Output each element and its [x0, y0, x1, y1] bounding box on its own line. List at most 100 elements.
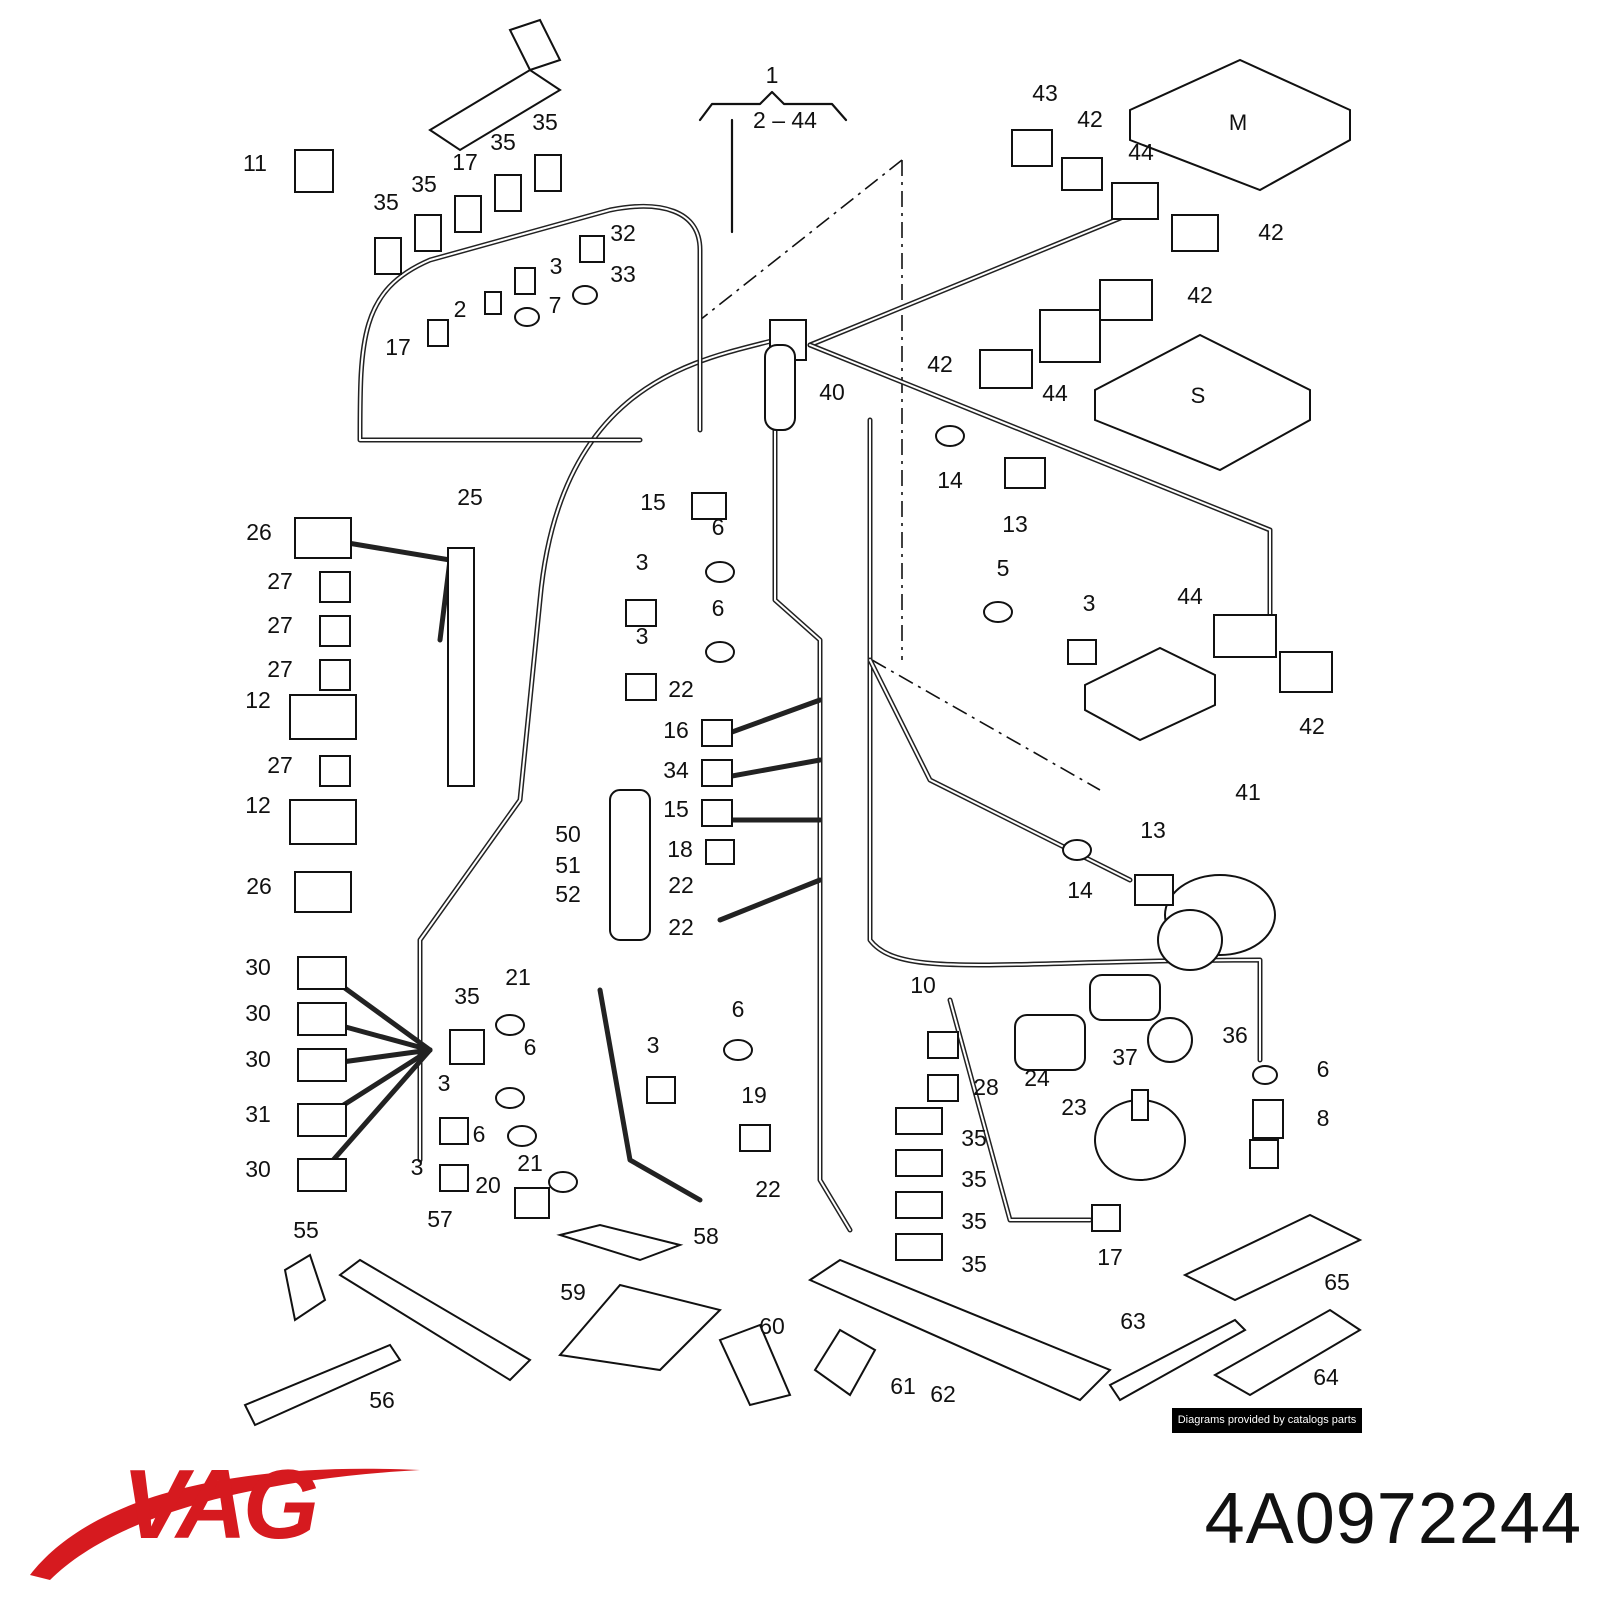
- callout-label: 3: [636, 549, 649, 575]
- callout-label: 24: [1024, 1065, 1050, 1091]
- callout-label: 30: [245, 1156, 271, 1182]
- callout-label: 11: [243, 150, 267, 176]
- callout-label: 18: [667, 836, 693, 862]
- cover-plate-65: [1182, 1213, 1363, 1302]
- clip-60: [718, 1323, 792, 1407]
- callout-label: 26: [246, 873, 272, 899]
- callout-label: 44: [1177, 583, 1203, 609]
- callout-label: 6: [1317, 1056, 1330, 1082]
- air-mass-meter: [1157, 874, 1276, 971]
- callout-label: 3: [636, 623, 649, 649]
- callout-label: 56: [369, 1387, 395, 1413]
- brand-logo-swoosh: [30, 1468, 420, 1580]
- callout-label: 35: [373, 189, 399, 215]
- callout-label: 35: [490, 129, 516, 155]
- bracket-64: [1212, 1308, 1362, 1397]
- callout-label: 31: [245, 1101, 271, 1127]
- callout-label: 50: [555, 821, 581, 847]
- rail-63: [1108, 1318, 1247, 1402]
- callout-label: 21: [505, 964, 531, 990]
- callout-label: 22: [668, 676, 694, 702]
- callout-label: 36: [1222, 1022, 1248, 1048]
- callout-label: 22: [755, 1176, 781, 1202]
- callout-label: 52: [555, 881, 581, 907]
- callout-label: 42: [1258, 219, 1284, 245]
- callout-label: 35: [961, 1125, 987, 1151]
- callout-label: 20: [475, 1172, 501, 1198]
- callout-label: 2 – 44: [753, 107, 817, 133]
- callout-label: 33: [610, 261, 636, 287]
- bracket-59: [558, 1283, 722, 1372]
- callout-label: 1: [766, 62, 779, 88]
- callout-label: 10: [910, 972, 936, 998]
- callout-label: 3: [647, 1032, 660, 1058]
- callout-label: 22: [668, 914, 694, 940]
- callout-label: 15: [640, 489, 666, 515]
- bracket-56: [243, 1343, 402, 1427]
- callout-label: 32: [610, 220, 636, 246]
- callout-label: 3: [1083, 590, 1096, 616]
- diagram-credit: Diagrams provided by catalogs parts: [1172, 1408, 1362, 1433]
- control-module-m: [1129, 58, 1351, 192]
- callout-label: 59: [560, 1279, 586, 1305]
- callout-label: 41: [1235, 779, 1261, 805]
- ignition-coil: [609, 789, 651, 941]
- callout-label: 8: [1317, 1105, 1330, 1131]
- cable-duct-62: [807, 1258, 1112, 1402]
- callout-label: 13: [1002, 511, 1028, 537]
- callout-label: 57: [427, 1206, 453, 1232]
- callout-label: 27: [267, 752, 293, 778]
- brand-logo-text: VAG: [122, 1449, 319, 1559]
- callout-label: 23: [1061, 1094, 1087, 1120]
- callout-label: 12: [245, 687, 271, 713]
- callout-label: 44: [1128, 139, 1154, 165]
- callout-label: 35: [411, 171, 437, 197]
- callout-label: 30: [245, 954, 271, 980]
- callout-label: 63: [1120, 1308, 1146, 1334]
- callout-label: 30: [245, 1046, 271, 1072]
- connectors: [289, 129, 1333, 1261]
- callout-label: 13: [1140, 817, 1166, 843]
- group-bracket: [698, 90, 848, 234]
- callout-label: 42: [927, 351, 953, 377]
- callout-label: 14: [937, 467, 963, 493]
- fuse-relay-box: [1084, 646, 1216, 742]
- callout-label: 35: [961, 1208, 987, 1234]
- callout-label: 65: [1324, 1269, 1350, 1295]
- callout-label: 22: [668, 872, 694, 898]
- callout-label: 6: [524, 1034, 537, 1060]
- callout-label: 7: [549, 292, 562, 318]
- callout-label: 19: [741, 1082, 767, 1108]
- callout-label: 34: [663, 757, 689, 783]
- callout-label: 62: [930, 1381, 956, 1407]
- callout-label: 3: [550, 253, 563, 279]
- callout-label: 17: [385, 334, 411, 360]
- callout-label: 27: [267, 568, 293, 594]
- injector: [428, 18, 562, 152]
- part-number: 4A0972244: [1204, 1479, 1582, 1559]
- reference-lines: [699, 159, 1101, 791]
- callout-label: 3: [438, 1070, 451, 1096]
- callout-label: 44: [1042, 380, 1068, 406]
- relay-carrier-25: [447, 547, 475, 787]
- callout-label: 51: [555, 852, 581, 878]
- callout-label: 27: [267, 612, 293, 638]
- callout-label: 21: [517, 1150, 543, 1176]
- callout-label: 58: [693, 1223, 719, 1249]
- callout-label: 17: [1097, 1244, 1123, 1270]
- harness-wires: [317, 203, 1273, 1233]
- callout-label: 6: [473, 1121, 486, 1147]
- callout-label: 35: [532, 109, 558, 135]
- bracket-61: [813, 1328, 877, 1397]
- callout-label: 60: [759, 1313, 785, 1339]
- callout-label: 2: [454, 296, 467, 322]
- callout-label: 35: [961, 1251, 987, 1277]
- callout-label: 12: [245, 792, 271, 818]
- callout-label: 15: [663, 796, 689, 822]
- callout-label: 42: [1077, 106, 1103, 132]
- callout-label: 17: [452, 149, 478, 175]
- callout-label: 61: [890, 1373, 916, 1399]
- callout-label: 26: [246, 519, 272, 545]
- callout-label: 5: [997, 555, 1010, 581]
